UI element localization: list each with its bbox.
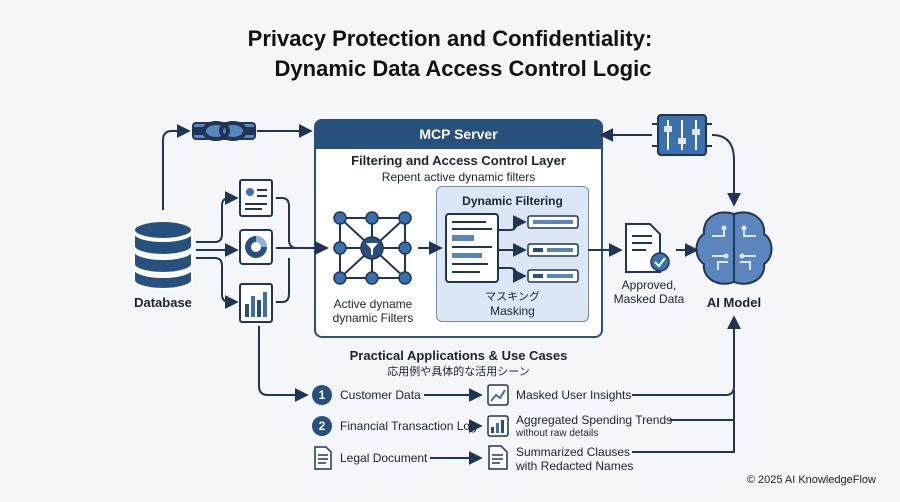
use-cases-subtitle: 応用例や具体的な活用シーン (387, 366, 530, 378)
pie-chart-icon (239, 229, 273, 265)
insights-chart-icon (487, 384, 509, 406)
bar-chart-document-icon (239, 283, 273, 323)
use-case-source-2: Financial Transaction Log (340, 419, 477, 433)
ai-model-label: AI Model (706, 295, 762, 310)
trends-chart-icon (487, 415, 509, 437)
use-case-result-3-sub: with Redacted Names (516, 459, 634, 473)
use-case-number-1: 1 (318, 388, 326, 402)
filters-label-line2: dynamic Filters (332, 311, 414, 325)
mcp-server-header: MCP Server (314, 119, 603, 149)
legal-document-icon (314, 446, 332, 470)
use-case-result-3: Summarized Clauses (516, 445, 631, 459)
output-label-line1: Approved, (621, 278, 677, 292)
use-cases-title: Practical Applications & Use Cases (349, 348, 568, 363)
database-label: Database (134, 295, 192, 310)
filtered-output-bars (527, 215, 579, 283)
copyright-text: © 2025 AI KnowledgeFlow (746, 474, 876, 486)
diagram-title: Privacy Protection and Confidentiality: … (0, 24, 900, 84)
summary-document-icon (488, 445, 508, 470)
dynamic-filtering-title: Dynamic Filtering (462, 194, 563, 208)
sliders-control-icon (652, 114, 712, 156)
use-case-marker-1 (312, 385, 332, 405)
use-case-result-1: Masked User Insights (516, 388, 632, 402)
masking-en-label: Masking (490, 304, 535, 318)
database-icon (133, 220, 193, 290)
output-label-line2: Masked Data (613, 292, 685, 306)
filtered-document-icon (445, 213, 499, 283)
use-case-marker-2 (312, 416, 332, 436)
title-line-2: Dynamic Data Access Control Logic (274, 56, 652, 81)
link-chain-icon (192, 121, 256, 141)
use-case-number-2: 2 (318, 419, 326, 433)
network-filter-icon (333, 211, 412, 285)
brain-icon (695, 211, 773, 285)
profile-document-icon (239, 179, 273, 217)
use-case-source-1: Customer Data (340, 388, 421, 402)
approved-document-icon (625, 223, 670, 273)
use-case-source-3: Legal Document (340, 451, 428, 465)
filtering-layer-title: Filtering and Access Control Layer (351, 153, 566, 168)
title-line-1: Privacy Protection and Confidentiality: (247, 26, 653, 51)
filters-label-line1: Active dyname (333, 297, 413, 311)
use-case-result-2: Aggregated Spending Trends (516, 413, 673, 427)
use-case-result-2-sub: without raw details (516, 428, 599, 439)
filtering-layer-subtitle: Repent active dynamic filters (381, 170, 536, 184)
masking-jp-label: マスキング (485, 291, 540, 303)
